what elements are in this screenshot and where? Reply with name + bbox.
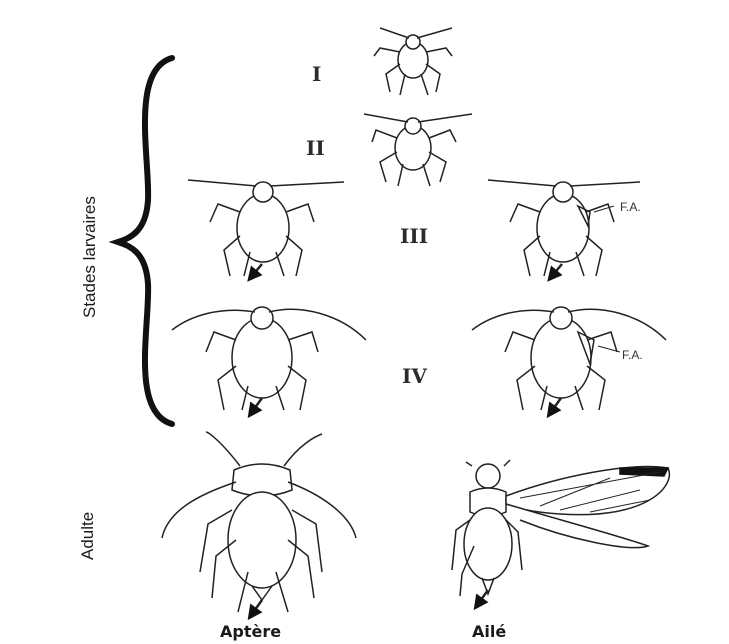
stage-2-label: II xyxy=(306,136,325,160)
larva-stage-3-winged xyxy=(488,180,640,276)
aile-caption: Ailé xyxy=(472,622,506,641)
fa-label-stage-3: F.A. xyxy=(620,200,641,214)
stage-1-label: I xyxy=(312,62,321,86)
adult-winged xyxy=(452,460,669,604)
stades-larvaires-label: Stades larvaires xyxy=(80,196,100,318)
larva-stage-3-apterous xyxy=(188,180,344,276)
aptere-caption: Aptère xyxy=(220,622,281,641)
stage-3-label: III xyxy=(400,224,428,248)
larva-stage-4-apterous xyxy=(172,307,366,412)
adulte-label: Adulte xyxy=(78,512,98,560)
adult-apterous xyxy=(162,432,356,614)
larva-stage-1 xyxy=(374,28,452,95)
stage-4-label: IV xyxy=(402,364,427,388)
larva-stage-2 xyxy=(364,114,472,186)
larval-stages-brace xyxy=(118,58,172,424)
fa-label-stage-4: F.A. xyxy=(622,348,643,362)
